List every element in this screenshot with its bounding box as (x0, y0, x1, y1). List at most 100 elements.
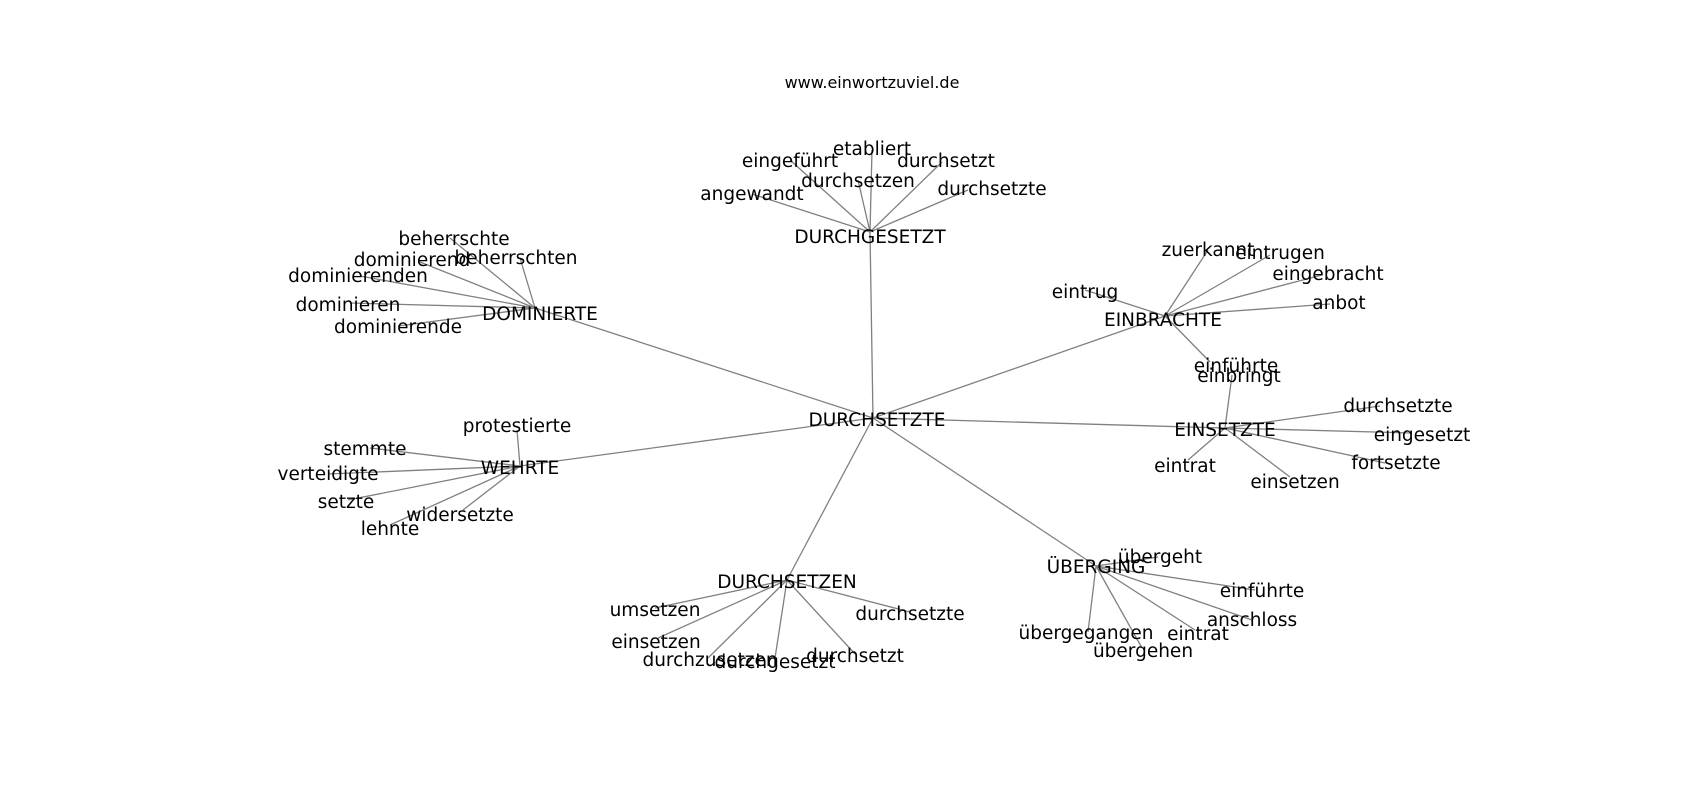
edge-hub-3-leaf-4 (1187, 427, 1226, 461)
edge-hub-5-leaf-5 (786, 579, 856, 655)
leaf-node-label: übergegangen (1019, 623, 1154, 644)
center-node-label: DURCHSETZTE (809, 410, 946, 431)
edge-hub-3-leaf-3 (1224, 427, 1386, 464)
leaf-node-label: zuerkannt (1162, 240, 1255, 261)
leaf-node-label: beherrschte (398, 229, 509, 250)
edge-center-hub-3 (872, 417, 1226, 429)
hub-node-label: ÜBERGING (1047, 556, 1146, 578)
edge-hub-1-leaf-3 (359, 275, 536, 309)
leaf-node-label: umsetzen (610, 600, 701, 621)
edge-hub-4-leaf-1 (369, 447, 521, 467)
edge-center-hub-6 (872, 417, 1097, 567)
site-title: www.einwortzuviel.de (785, 73, 960, 92)
edge-hub-1-leaf-0 (449, 237, 536, 309)
leaf-node-label: durchsetzte (937, 179, 1046, 200)
leaf-node-label: fortsetzte (1351, 453, 1440, 474)
edge-hub-1-leaf-1 (419, 261, 536, 309)
edge-hub-0-leaf-3 (857, 179, 871, 233)
leaf-node-label: beherrschten (454, 248, 577, 269)
edge-hub-5-leaf-3 (707, 579, 788, 659)
edge-hub-4-leaf-4 (462, 465, 521, 511)
leaf-node-label: übergeht (1118, 547, 1202, 568)
leaf-node-label: lehnte (361, 519, 420, 540)
leaf-node-label: setzte (318, 492, 375, 513)
leaf-node-label: einführte (1194, 356, 1278, 377)
leaf-node-label: eintrug (1052, 282, 1119, 303)
leaf-node-label: eintrat (1167, 624, 1229, 645)
edge-hub-4-leaf-0 (516, 429, 521, 467)
edge-hub-2-leaf-3 (1084, 289, 1166, 317)
edge-hub-2-leaf-4 (1164, 303, 1331, 317)
edge-hub-6-leaf-5 (1095, 565, 1143, 649)
edge-hub-0-leaf-0 (869, 149, 873, 233)
edge-hub-4-leaf-3 (347, 465, 521, 501)
leaf-node-label: widersetzte (406, 505, 514, 526)
edge-hub-3-leaf-0 (1224, 374, 1233, 429)
leaf-node-label: verteidigte (278, 464, 379, 485)
leaf-node-label: übergehen (1093, 641, 1193, 662)
edge-hub-0-leaf-4 (869, 189, 969, 233)
hub-node-label: DURCHGESETZT (794, 227, 946, 248)
edge-hub-6-leaf-1 (1095, 565, 1256, 591)
leaf-node-label: einsetzen (611, 632, 700, 653)
edge-hub-5-leaf-0 (654, 579, 788, 609)
edge-hub-6-leaf-3 (1095, 565, 1196, 631)
leaf-node-label: angewandt (700, 184, 803, 205)
leaf-node-label: dominierenden (288, 266, 428, 287)
graph-edges (327, 149, 1413, 659)
leaf-node-label: dominierend (354, 250, 471, 271)
leaf-node-label: durchsetzen (801, 171, 915, 192)
edge-hub-5-leaf-2 (657, 579, 788, 639)
leaf-node-label: durchsetzt (806, 646, 904, 667)
graph-labels: DURCHSETZTE DURCHGESETZT etablierteingefüh… (278, 139, 1471, 673)
leaf-node-label: dominieren (296, 295, 401, 316)
edge-hub-3-leaf-1 (1224, 405, 1381, 429)
edge-center-hub-5 (786, 417, 874, 581)
leaf-node-label: einführte (1220, 581, 1304, 602)
edge-hub-0-leaf-2 (869, 161, 943, 233)
edge-center-hub-0 (869, 231, 874, 419)
leaf-node-label: anbot (1312, 293, 1365, 314)
edge-hub-5-leaf-1 (786, 579, 911, 613)
edge-center-hub-2 (872, 315, 1166, 419)
leaf-node-label: eintrat (1154, 456, 1216, 477)
edge-hub-5-leaf-4 (774, 579, 788, 659)
leaf-node-label: eintrugen (1235, 243, 1325, 264)
edge-hub-1-leaf-4 (349, 302, 536, 309)
edge-hub-3-leaf-5 (1224, 427, 1291, 478)
leaf-node-label: durchsetzt (897, 151, 995, 172)
hub-node-label: WEHRTE (481, 458, 559, 479)
leaf-node-label: durchsetzte (855, 604, 964, 625)
leaf-node-label: durchgesetzt (715, 652, 836, 673)
leaf-node-label: protestierte (463, 416, 572, 437)
hub-node-label: EINBRACHTE (1104, 310, 1222, 331)
edge-hub-1-leaf-2 (519, 257, 536, 309)
edge-hub-2-leaf-2 (1164, 274, 1323, 317)
leaf-node-label: durchsetzte (1343, 396, 1452, 417)
leaf-node-label: etabliert (833, 139, 911, 160)
edge-hub-2-leaf-0 (1164, 249, 1209, 317)
leaf-node-label: stemmte (324, 439, 407, 460)
leaf-node-label: anschloss (1207, 610, 1297, 631)
edge-center-hub-4 (519, 417, 874, 467)
leaf-node-label: eingesetzt (1374, 425, 1471, 446)
edge-hub-6-leaf-4 (1087, 565, 1097, 633)
leaf-node-label: durchzusetzen (642, 650, 777, 671)
hub-node-label: DURCHSETZEN (717, 572, 856, 593)
leaf-node-label: einbringt (1197, 366, 1280, 387)
edge-hub-6-leaf-2 (1095, 565, 1253, 621)
leaf-node-label: dominierende (334, 317, 462, 338)
edge-hub-4-leaf-5 (389, 465, 521, 526)
edge-hub-3-leaf-2 (1224, 427, 1413, 434)
leaf-node-label: eingeführt (742, 151, 838, 172)
edge-center-hub-1 (534, 307, 874, 419)
leaf-node-label: eingebracht (1272, 264, 1383, 285)
hub-node-label: DOMINIERTE (482, 304, 598, 325)
edge-hub-2-leaf-1 (1164, 254, 1271, 317)
edge-hub-2-leaf-5 (1164, 315, 1211, 363)
edge-hub-1-leaf-5 (397, 307, 536, 327)
edge-hub-6-leaf-0 (1095, 556, 1159, 567)
hub-node-label: EINSETZTE (1174, 420, 1275, 441)
edge-hub-0-leaf-1 (789, 159, 871, 233)
